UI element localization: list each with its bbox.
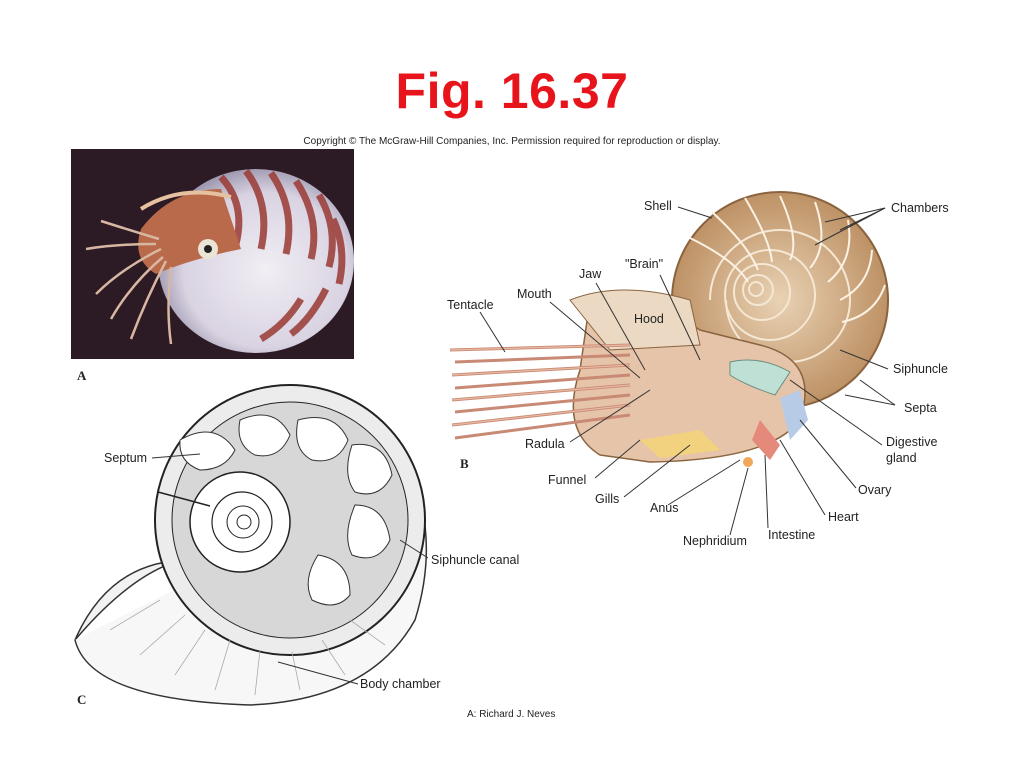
label-intestine: Intestine [768,528,816,542]
panel-label-c: C [77,692,87,707]
label-tentacle: Tentacle [447,298,494,312]
label-shell: Shell [644,199,672,213]
label-septa: Septa [904,401,937,415]
label-nephridium: Nephridium [683,534,747,548]
label-funnel: Funnel [548,473,587,487]
label-jaw: Jaw [579,267,602,281]
label-septum: Septum [104,451,148,465]
label-radula: Radula [525,437,565,451]
label-ovary: Ovary [858,483,892,497]
label-siphuncle-canal: Siphuncle canal [431,553,520,567]
label-hood: Hood [634,312,664,326]
label-mouth: Mouth [517,287,552,301]
label-siphuncle: Siphuncle [893,362,948,376]
label-digestive-gland: Digestive gland [886,434,956,466]
copyright-notice: Copyright © The McGraw-Hill Companies, I… [303,136,721,147]
leader-lines-b [479,206,896,536]
label-heart: Heart [828,510,859,524]
label-digestive-gland-text: Digestive gland [886,435,938,465]
hood [569,289,701,351]
label-chambers: Chambers [891,201,949,215]
label-body-chamber: Body chamber [360,677,441,691]
label-anus: Anus [650,501,679,515]
nautilus-photo [71,149,354,359]
label-gills: Gills [595,492,620,506]
label-brain: "Brain" [625,257,664,271]
panel-label-b: B [460,456,469,471]
page-title: Fig. 16.37 [395,63,629,119]
ammonite-drawing [74,384,428,706]
photo-credit: A: Richard J. Neves [467,709,556,720]
leader-lines-c [151,453,429,685]
panel-label-a: A [77,368,87,383]
